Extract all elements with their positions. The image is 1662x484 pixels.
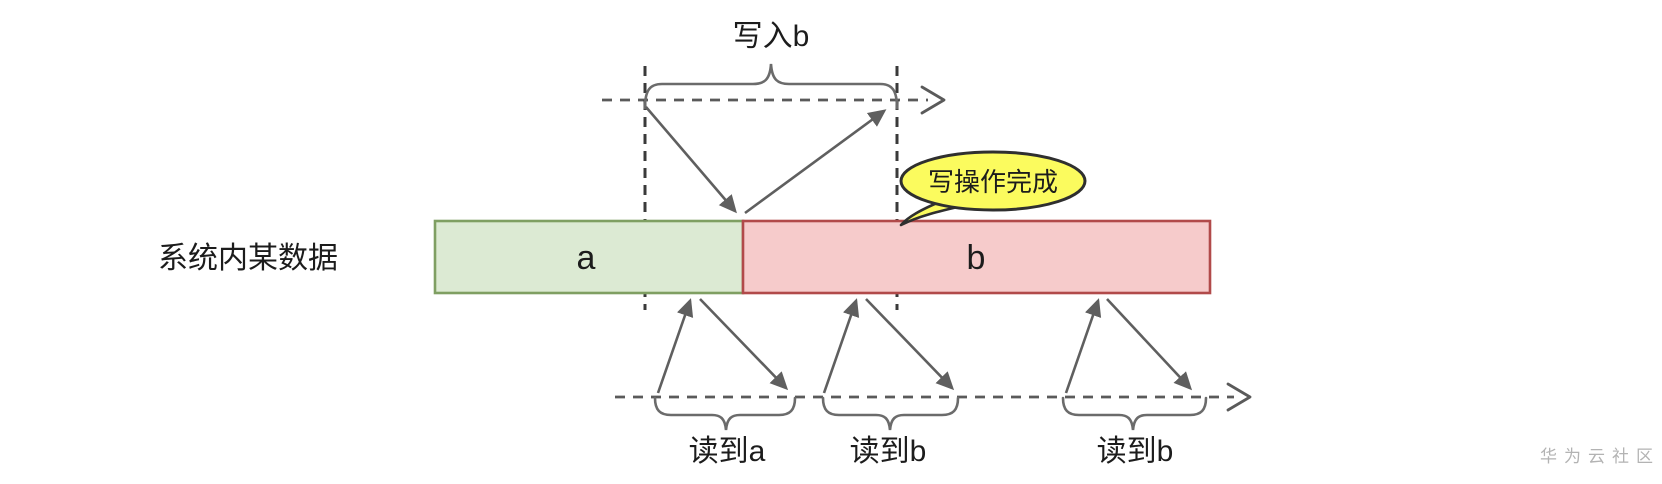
read1-request-arrow bbox=[656, 298, 694, 394]
read3-request-arrow bbox=[1064, 298, 1102, 394]
write-brace bbox=[643, 63, 899, 110]
watermark-text: 华为云社区 bbox=[1540, 447, 1660, 466]
read-event-3: 读到b bbox=[1061, 298, 1208, 468]
read1-label: 读到a bbox=[689, 435, 766, 468]
data-row-label: 系统内某数据 bbox=[158, 242, 338, 275]
read1-response-arrow bbox=[699, 298, 789, 391]
read2-label: 读到b bbox=[850, 435, 927, 468]
read3-brace bbox=[1061, 396, 1208, 431]
write-ack-arrow bbox=[744, 109, 887, 215]
write-complete-callout: 写操作完成 bbox=[899, 150, 1087, 227]
read-event-1: 读到a bbox=[653, 298, 797, 468]
write-request-arrow bbox=[645, 106, 737, 214]
read2-request-arrow bbox=[822, 298, 860, 394]
read1-brace bbox=[653, 396, 797, 431]
write-brace-label: 写入b bbox=[733, 20, 810, 53]
read-event-2: 读到b bbox=[821, 298, 960, 468]
segment-a-label: a bbox=[577, 239, 596, 277]
read3-response-arrow bbox=[1106, 298, 1193, 391]
callout-text: 写操作完成 bbox=[928, 167, 1058, 197]
read3-label: 读到b bbox=[1097, 435, 1174, 468]
callout-bubble bbox=[899, 150, 1087, 212]
data-segment-b bbox=[741, 219, 1212, 295]
read2-response-arrow bbox=[865, 298, 955, 391]
read2-brace bbox=[821, 396, 960, 431]
data-segment-a bbox=[433, 219, 745, 295]
read-timeline-arrow-icon bbox=[1226, 382, 1252, 412]
write-timeline-arrow-icon bbox=[920, 85, 946, 115]
segment-b-label: b bbox=[967, 239, 986, 277]
